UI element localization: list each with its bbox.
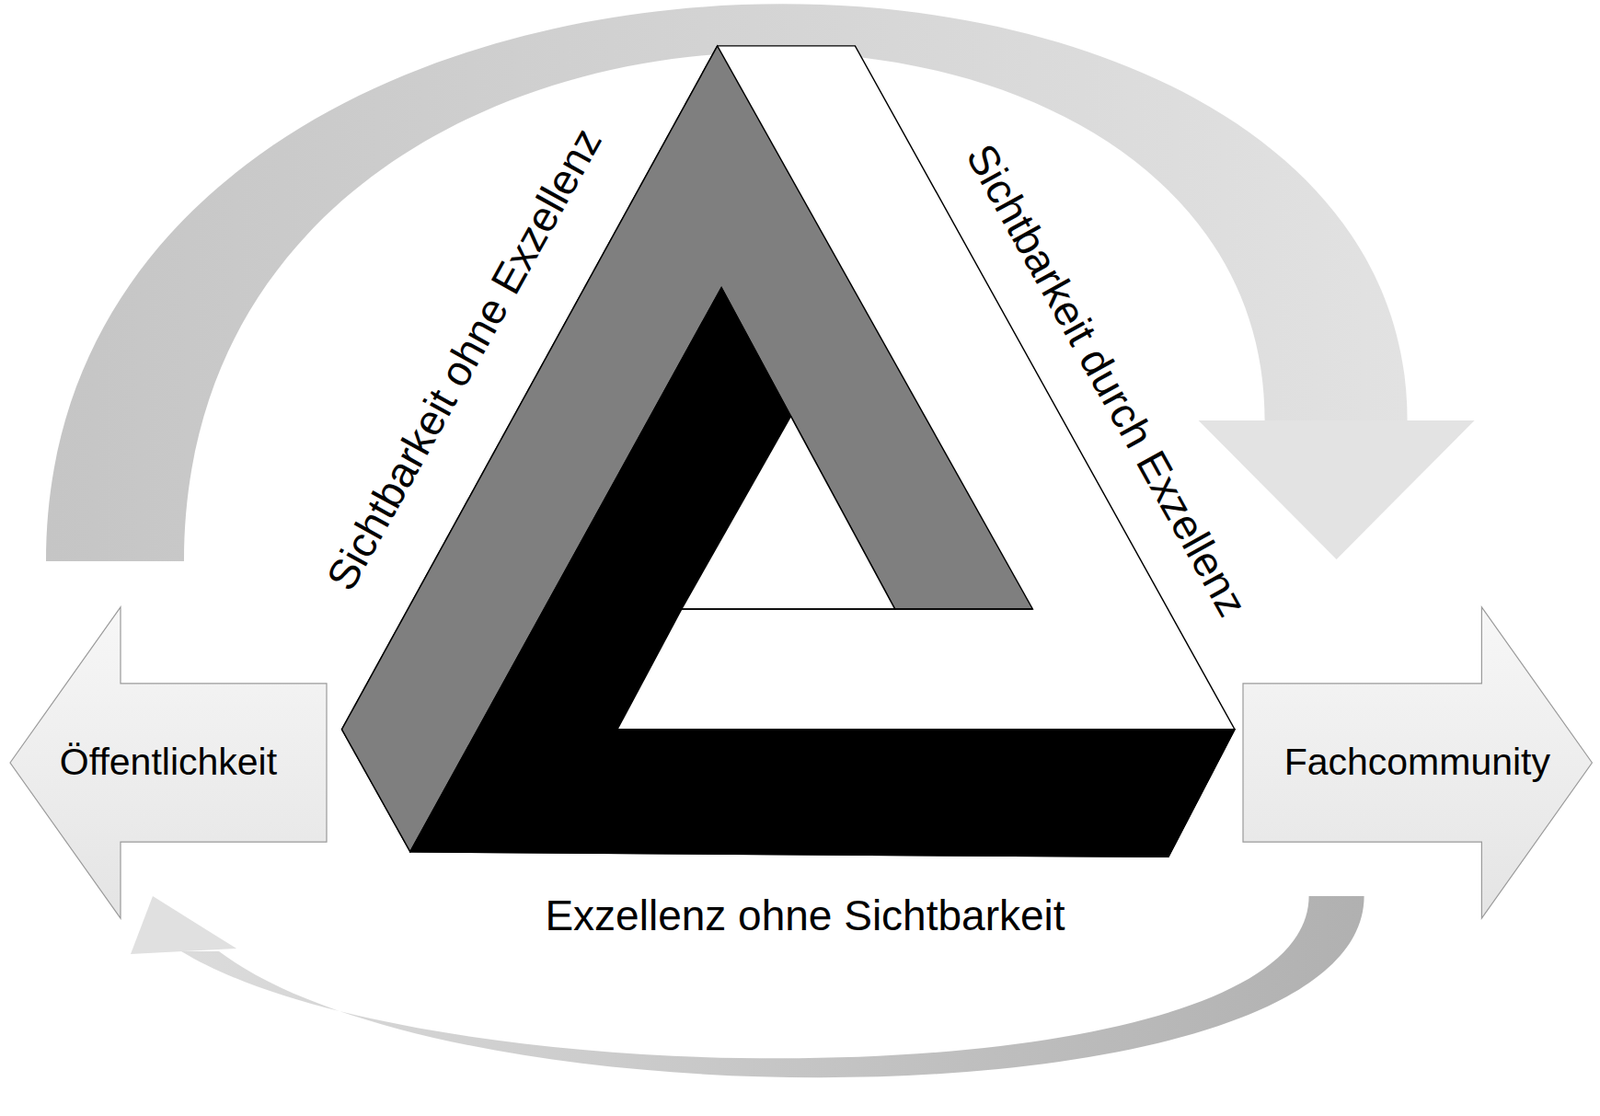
- arrow-head: [130, 896, 237, 955]
- node-label: Fachcommunity: [1284, 741, 1551, 783]
- triangle-outline: [342, 46, 1235, 857]
- triangle-inner-hole: [681, 415, 896, 610]
- arrow-outline: [1243, 607, 1592, 919]
- arrow-head: [1198, 420, 1475, 560]
- triangle-edge: [681, 608, 1034, 610]
- side-label: Exzellenz ohne Sichtbarkeit: [544, 892, 1065, 940]
- arrow-box: Fachcommunity: [1243, 607, 1592, 919]
- arrow-outline: [10, 607, 327, 919]
- node-label: Öffentlichkeit: [59, 741, 277, 783]
- arrow-box: Öffentlichkeit: [10, 607, 327, 919]
